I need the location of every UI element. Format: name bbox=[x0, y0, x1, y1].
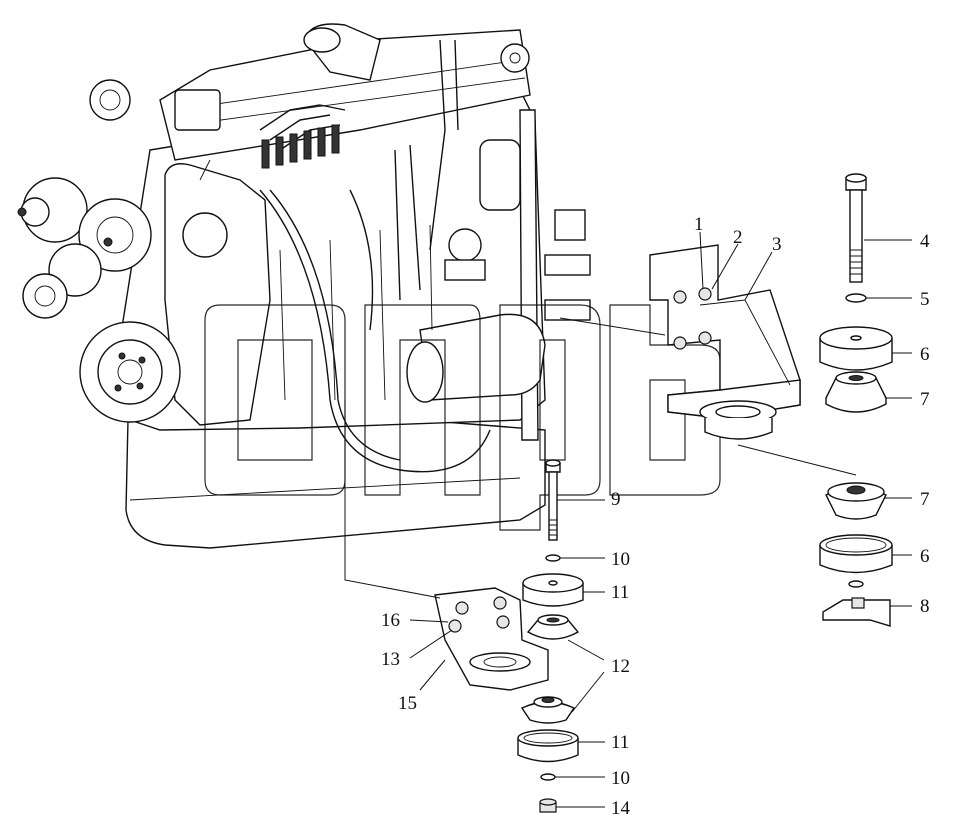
rubber-cushion-icon bbox=[522, 573, 584, 607]
callout-9: 9 bbox=[611, 489, 621, 510]
callout-7-upper: 7 bbox=[920, 389, 930, 410]
callout-1: 1 bbox=[694, 214, 704, 235]
callout-6-lower: 6 bbox=[920, 546, 930, 567]
callout-10-lower: 10 bbox=[611, 768, 630, 789]
leader-lines bbox=[344, 231, 912, 808]
callout-11-upper: 11 bbox=[611, 582, 629, 603]
bolt-icon bbox=[545, 459, 561, 541]
callout-13: 13 bbox=[381, 649, 400, 670]
callout-6-upper: 6 bbox=[920, 344, 930, 365]
rubber-cushion-icon bbox=[819, 326, 893, 371]
callout-12: 12 bbox=[611, 656, 630, 677]
nut-icon bbox=[539, 798, 557, 813]
rubber-cushion-icon bbox=[819, 534, 893, 574]
washer-icon bbox=[540, 773, 556, 781]
front-mount-assembly bbox=[434, 459, 584, 813]
rubber-cushion-icon bbox=[825, 482, 887, 520]
callout-11-lower: 11 bbox=[611, 732, 629, 753]
callout-4: 4 bbox=[920, 231, 930, 252]
bolt-icon bbox=[845, 173, 867, 283]
callout-7-lower: 7 bbox=[920, 489, 930, 510]
callout-2: 2 bbox=[733, 227, 743, 248]
callout-10-upper: 10 bbox=[611, 549, 630, 570]
engine-drawing: TM bbox=[17, 23, 745, 549]
washer-icon bbox=[845, 293, 867, 303]
callout-3: 3 bbox=[772, 234, 782, 255]
callout-15: 15 bbox=[398, 693, 417, 714]
rubber-cushion-icon bbox=[517, 729, 579, 763]
rear-mount-assembly bbox=[649, 173, 893, 627]
washer-icon bbox=[848, 580, 864, 588]
callout-5: 5 bbox=[920, 289, 930, 310]
callout-16: 16 bbox=[381, 610, 400, 631]
callout-labels: 1 2 3 4 5 6 7 7 6 8 9 10 11 12 11 10 14 … bbox=[381, 214, 930, 819]
rubber-cushion-icon bbox=[825, 371, 887, 413]
rubber-cushion-icon bbox=[526, 614, 580, 640]
rubber-cushion-icon bbox=[520, 696, 576, 724]
callout-14: 14 bbox=[611, 798, 631, 819]
callout-8: 8 bbox=[920, 596, 930, 617]
bracket-icon bbox=[822, 597, 891, 627]
bolt-head-cluster bbox=[673, 287, 712, 350]
washer-icon bbox=[545, 554, 561, 562]
